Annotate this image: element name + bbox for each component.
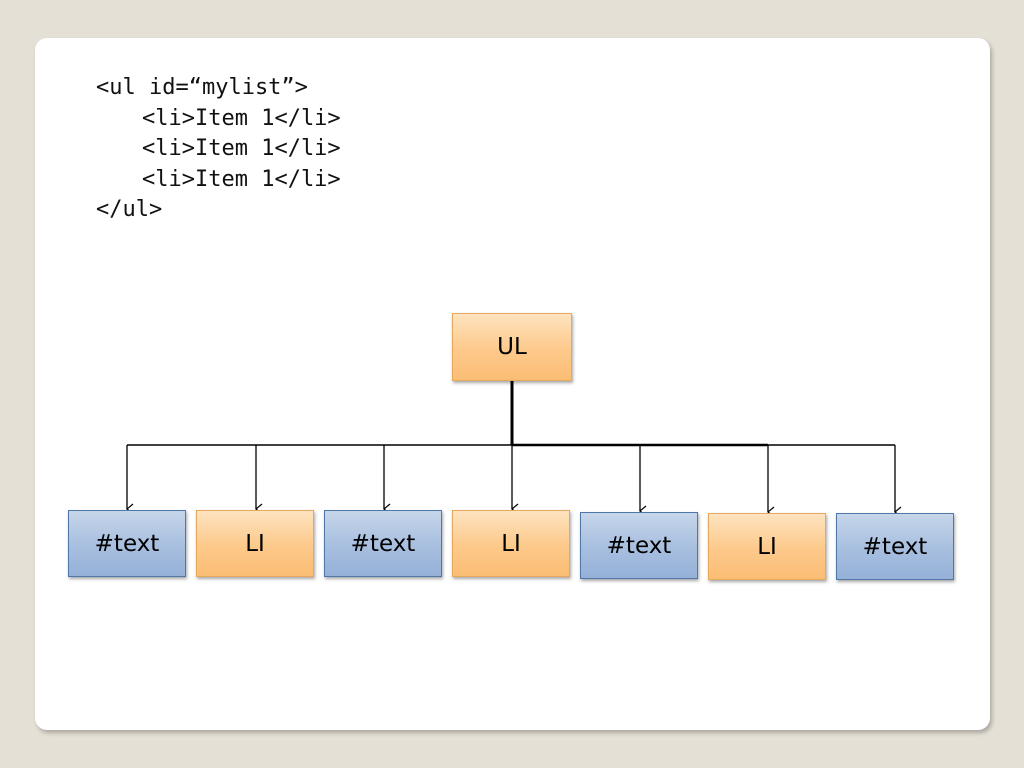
ul-root-node: UL: [452, 313, 572, 381]
code-line-ul-close: </ul>: [96, 197, 163, 222]
li-node-3: LI: [708, 513, 826, 580]
code-line-li: <li>Item 1</li>: [142, 136, 341, 161]
li-node-1: LI: [196, 510, 314, 577]
code-line-li: <li>Item 1</li>: [142, 166, 341, 192]
text-node-1: #text: [68, 510, 186, 577]
li-node-2: LI: [452, 510, 570, 577]
text-node-3: #text: [580, 512, 698, 579]
text-node-2: #text: [324, 510, 442, 577]
html-code-block: <ul id=“mylist”> <li>Item 1</li> <li>Item …: [96, 73, 341, 226]
text-node-4: #text: [836, 513, 954, 580]
code-line-ul-open: <ul id=“mylist”>: [96, 75, 308, 100]
code-line-li: <li>Item 1</li>: [142, 105, 341, 131]
